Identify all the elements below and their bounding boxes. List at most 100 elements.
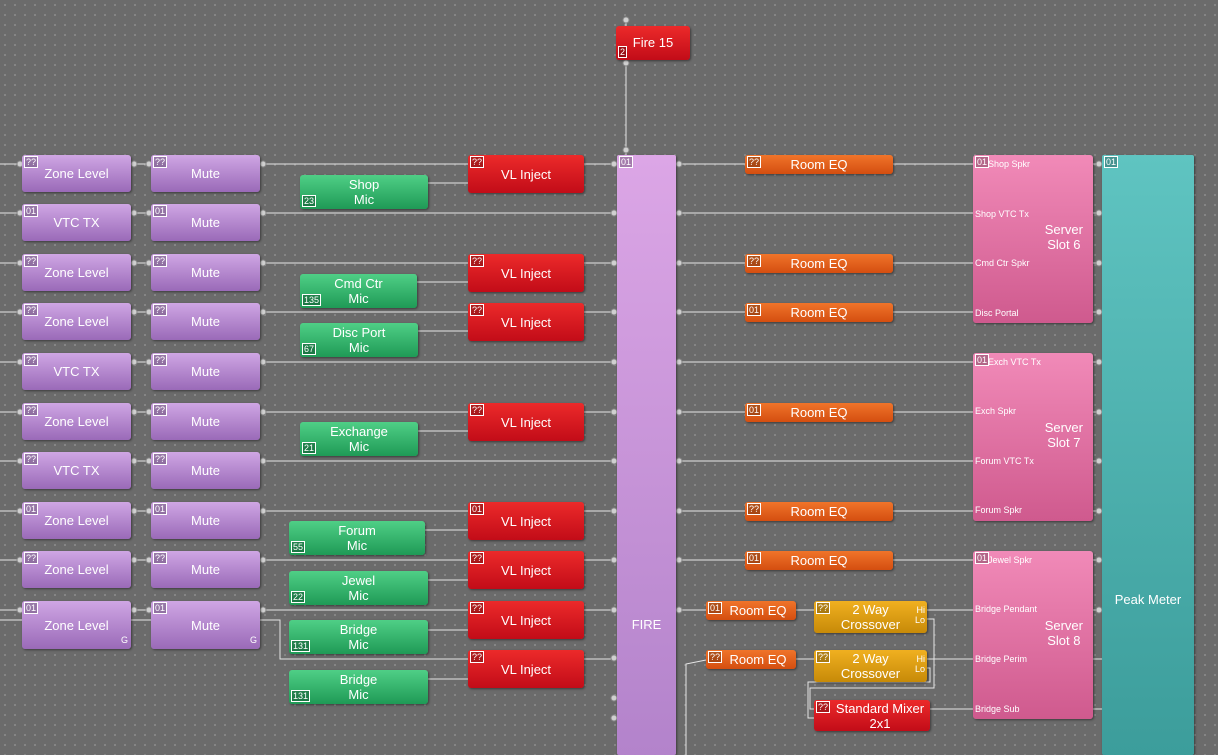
vl-inject-block-4[interactable]: ??VL Inject: [468, 403, 584, 441]
vl-inject-block-8[interactable]: ??VL Inject: [468, 650, 584, 688]
port-node[interactable]: [675, 308, 683, 316]
port-node[interactable]: [259, 308, 267, 316]
mixer-label: Standard Mixer: [835, 700, 925, 716]
mute-block-9[interactable]: ??Mute: [151, 551, 260, 588]
mic-label: Shop: [348, 177, 380, 192]
port-node[interactable]: [259, 358, 267, 366]
port-node[interactable]: [675, 606, 683, 614]
port-node[interactable]: [675, 507, 683, 515]
port-node[interactable]: [130, 606, 138, 614]
vl-inject-tag: ??: [470, 304, 485, 316]
peak-meter-block[interactable]: 01 Peak Meter: [1102, 155, 1194, 755]
port-node[interactable]: [675, 160, 683, 168]
port-node[interactable]: [675, 408, 683, 416]
port-node[interactable]: [259, 556, 267, 564]
server-port-label: Bridge Perim: [975, 654, 1028, 664]
vl-inject-block-3[interactable]: ??VL Inject: [468, 303, 584, 341]
port-node[interactable]: [130, 308, 138, 316]
port-node[interactable]: [259, 408, 267, 416]
port-node[interactable]: [259, 209, 267, 217]
port-node[interactable]: [130, 259, 138, 267]
input-block-9[interactable]: ??Zone Level: [22, 551, 131, 588]
port-node[interactable]: [130, 457, 138, 465]
port-node[interactable]: [130, 358, 138, 366]
room-eq-block-1[interactable]: ??Room EQ: [745, 155, 893, 174]
server-tag: 01: [975, 552, 990, 564]
port-node[interactable]: [622, 146, 630, 154]
port-node[interactable]: [259, 259, 267, 267]
input-block-4[interactable]: ??Zone Level: [22, 303, 131, 340]
port-node[interactable]: [675, 209, 683, 217]
mute-block-4[interactable]: ??Mute: [151, 303, 260, 340]
port-node[interactable]: [130, 556, 138, 564]
port-node[interactable]: [259, 606, 267, 614]
port-node[interactable]: [622, 16, 630, 24]
mute-label: Mute: [191, 364, 220, 379]
vl-inject-block-2[interactable]: ??VL Inject: [468, 254, 584, 292]
input-tag: 01: [24, 602, 39, 614]
mute-block-3[interactable]: ??Mute: [151, 254, 260, 291]
mute-block-7[interactable]: ??Mute: [151, 452, 260, 489]
vl-inject-block-7[interactable]: ??VL Inject: [468, 601, 584, 639]
vl-inject-block-6[interactable]: ??VL Inject: [468, 551, 584, 589]
input-block-3[interactable]: ??Zone Level: [22, 254, 131, 291]
room-eq-block-2[interactable]: ??Room EQ: [745, 254, 893, 273]
fire-source-block[interactable]: Fire 15 2: [616, 26, 690, 60]
server-label-2: Slot 7: [1047, 435, 1081, 450]
input-label: Zone Level: [44, 314, 109, 329]
port-node[interactable]: [675, 259, 683, 267]
port-node[interactable]: [675, 358, 683, 366]
port-node[interactable]: [130, 507, 138, 515]
input-block-7[interactable]: ??VTC TX: [22, 452, 131, 489]
server-port-label: Forum Spkr: [975, 505, 1023, 515]
port-node[interactable]: [130, 160, 138, 168]
room-eq-block-8[interactable]: ??Room EQ: [706, 650, 796, 669]
port-node[interactable]: [130, 408, 138, 416]
input-block-1[interactable]: ??Zone Level: [22, 155, 131, 192]
room-eq-block-5[interactable]: ??Room EQ: [745, 502, 893, 521]
port-node[interactable]: [675, 457, 683, 465]
mute-block-1[interactable]: ??Mute: [151, 155, 260, 192]
room-eq-label: Room EQ: [790, 256, 848, 271]
input-block-5[interactable]: ??VTC TX: [22, 353, 131, 390]
input-block-6[interactable]: ??Zone Level: [22, 403, 131, 440]
vl-inject-block-1[interactable]: ??VL Inject: [468, 155, 584, 193]
mute-block-5[interactable]: ??Mute: [151, 353, 260, 390]
port-node[interactable]: [675, 556, 683, 564]
fire-bus-block[interactable]: 01 FIRE: [617, 155, 676, 755]
port-node[interactable]: [259, 160, 267, 168]
port-node[interactable]: [130, 209, 138, 217]
group-marker: G: [120, 635, 128, 645]
port-node[interactable]: [259, 507, 267, 515]
input-label: Zone Level: [44, 513, 109, 528]
port-node[interactable]: [622, 59, 630, 67]
port-node[interactable]: [259, 457, 267, 465]
mute-block-6[interactable]: ??Mute: [151, 403, 260, 440]
